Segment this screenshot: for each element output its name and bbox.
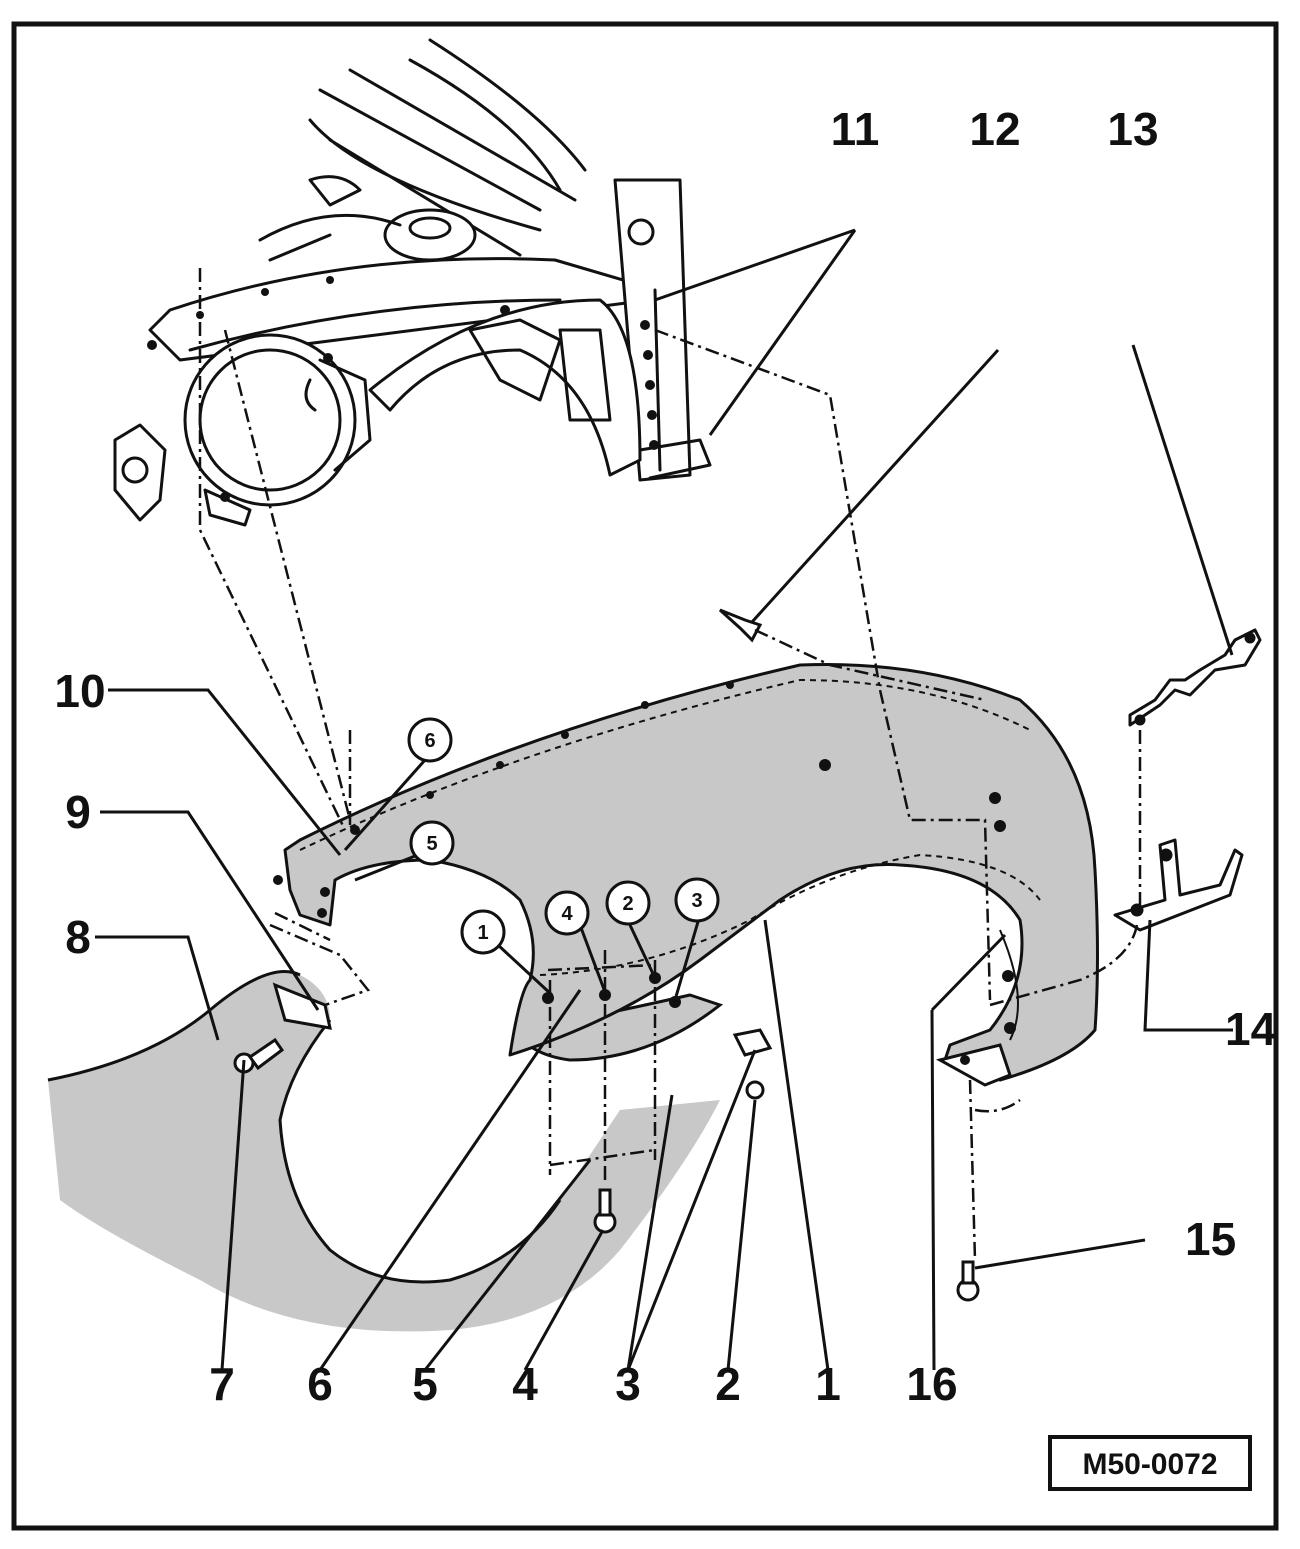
callout-numbers: 11 12 13 10 9 8 14 15 7 6 5 4 3 2 1 16 xyxy=(54,103,1276,1410)
callout-16: 16 xyxy=(906,1358,957,1410)
svg-text:5: 5 xyxy=(426,833,437,855)
body-structure-drawing xyxy=(113,38,712,527)
assembly-lines xyxy=(198,268,1142,1261)
svg-text:1: 1 xyxy=(477,922,488,944)
liner-rear-tab xyxy=(935,1043,1012,1087)
small-callout-2: 2 xyxy=(605,880,651,926)
wing-panel-silhouette xyxy=(47,970,720,1332)
wheel-housing-liner xyxy=(273,662,1099,1082)
callout-4: 4 xyxy=(512,1358,538,1410)
callout-1: 1 xyxy=(815,1358,841,1410)
callout-14: 14 xyxy=(1225,1003,1277,1055)
figure-reference: M50-0072 xyxy=(1082,1448,1217,1481)
svg-text:3: 3 xyxy=(691,890,702,912)
small-callout-3: 3 xyxy=(674,877,720,923)
small-callouts: 6 5 1 4 2 3 xyxy=(407,717,720,955)
fastener-hardware xyxy=(233,608,980,1302)
small-callout-4: 4 xyxy=(544,890,590,936)
bracket-lower xyxy=(1113,838,1244,932)
callout-2: 2 xyxy=(715,1358,741,1410)
diagram-frame xyxy=(11,21,1279,1531)
callout-13: 13 xyxy=(1107,103,1158,155)
svg-text:2: 2 xyxy=(622,893,633,915)
callout-5: 5 xyxy=(412,1358,438,1410)
small-callout-5: 5 xyxy=(409,820,455,866)
bracket-upper xyxy=(1128,628,1262,727)
callout-3: 3 xyxy=(615,1358,641,1410)
callout-11: 11 xyxy=(831,103,880,155)
figure-reference-box: M50-0072 xyxy=(1048,1435,1252,1491)
callout-6: 6 xyxy=(307,1358,333,1410)
leader-lines xyxy=(95,228,1234,1371)
callout-15: 15 xyxy=(1185,1213,1236,1265)
svg-text:4: 4 xyxy=(561,903,573,925)
callout-8: 8 xyxy=(65,911,91,963)
svg-text:6: 6 xyxy=(424,730,435,752)
callout-12: 12 xyxy=(969,103,1020,155)
small-callout-1: 1 xyxy=(460,909,506,955)
callout-10: 10 xyxy=(54,665,105,717)
callout-7: 7 xyxy=(209,1358,235,1410)
callout-9: 9 xyxy=(65,786,91,838)
small-callout-6: 6 xyxy=(407,717,453,763)
